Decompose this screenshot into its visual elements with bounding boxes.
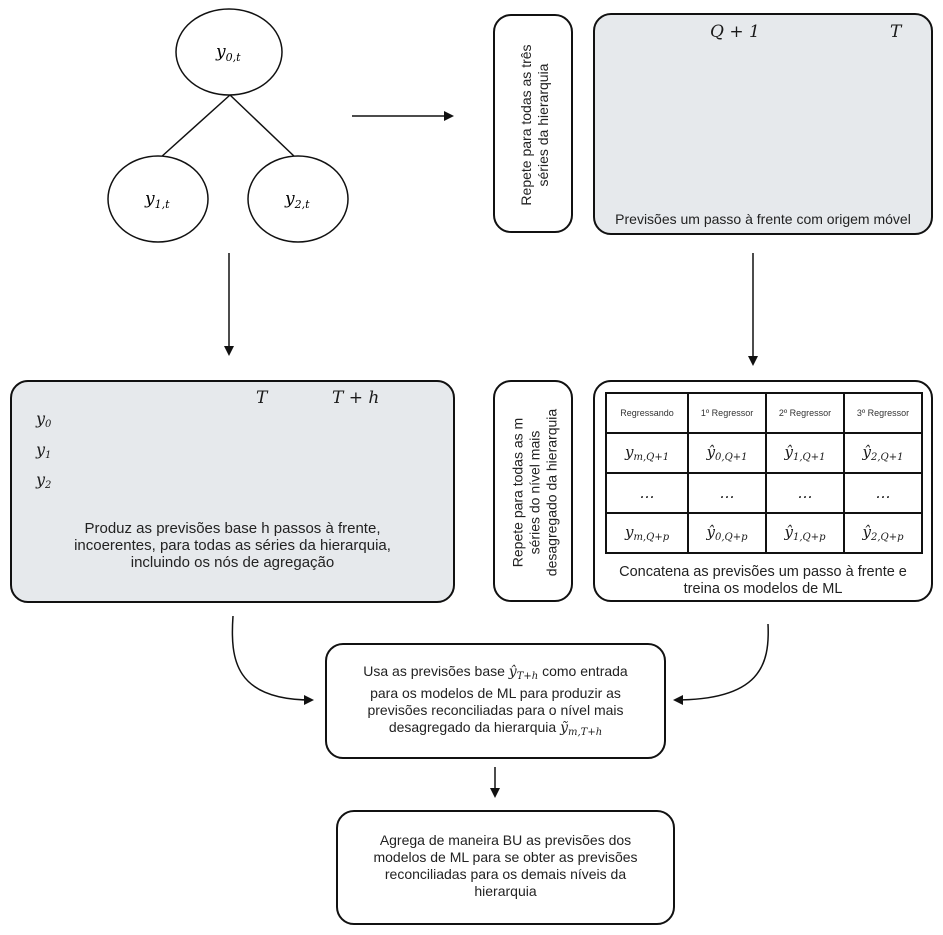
use-base-line3: previsões reconciliadas para o nível mai… <box>367 702 624 718</box>
base-forecast-box: T T + h Produz as previsões base h passo… <box>10 380 455 603</box>
use-base-line2: para os modelos de ML para produzir as <box>370 685 621 701</box>
base-caption-line3: incluindo os nós de agregação <box>130 554 335 571</box>
tree-edge-right <box>229 94 297 159</box>
repeat-m-line1: Repete para todas as m <box>509 417 526 568</box>
repeat-m-line2: séries do nível mais <box>526 430 543 555</box>
table-row: ym,Q+p ŷ0,Q+p ŷ1,Q+p ŷ2,Q+p <box>604 512 923 554</box>
table-header-row: Regressando 1º Regressor 2º Regressor 3º… <box>604 392 923 434</box>
repeat-all-line1: Repete para todas as três <box>518 44 534 206</box>
tree-left-label: y1,t <box>144 189 170 211</box>
cell-ellipsis-1: … <box>687 472 768 514</box>
table-caption-line2: treina os modelos de ML <box>683 581 843 597</box>
regressor-table-box: Regressando 1º Regressor 2º Regressor 3º… <box>593 380 933 602</box>
tree-right-label: y2,t <box>284 189 310 211</box>
cell-y-m-q1: ym,Q+1 <box>604 432 690 474</box>
tree-edge-left <box>159 94 231 159</box>
repeat-all-series-box: Repete para todas as três séries da hier… <box>493 14 573 233</box>
table-caption-line1: Concatena as previsões um passo à frente… <box>619 564 907 580</box>
cell-y-m-qp: ym,Q+p <box>604 512 690 554</box>
header-regressando: Regressando <box>604 392 690 434</box>
series-label-y0: y0 <box>36 409 52 430</box>
cell-yhat-0-qp: ŷ0,Q+p <box>687 512 768 554</box>
cell-yhat-1-qp: ŷ1,Q+p <box>765 512 845 554</box>
rolling-origin-box: Q + 1 T Previsões um passo à frente com … <box>593 13 933 235</box>
cell-yhat-0-q1: ŷ0,Q+1 <box>687 432 768 474</box>
series-label-y2: y2 <box>36 470 52 491</box>
table-row: … … … … <box>604 472 923 514</box>
arrow-table-to-use <box>673 623 769 705</box>
base-caption-line1: Produz as previsões base h passos à fren… <box>84 520 381 537</box>
repeat-m-series-box: Repete para todas as m séries do nível m… <box>493 380 573 602</box>
table-row: ym,Q+1 ŷ0,Q+1 ŷ1,Q+1 ŷ2,Q+1 <box>604 432 923 474</box>
use-base-forecasts-text: Usa as previsões base ŷT+h como entrada … <box>327 663 664 741</box>
cell-yhat-1-q1: ŷ1,Q+1 <box>765 432 845 474</box>
label-t-plus-h: T + h <box>332 388 380 408</box>
label-q-plus-1: Q + 1 <box>710 22 760 42</box>
tree-root-label: y0,t <box>215 42 241 64</box>
repeat-m-series-text: Repete para todas as m séries do nível m… <box>510 383 561 603</box>
base-forecast-caption: Produz as previsões base h passos à fren… <box>12 520 453 571</box>
regressor-table: Regressando 1º Regressor 2º Regressor 3º… <box>604 392 923 554</box>
tree-node-left <box>107 155 209 243</box>
aggregate-bu-text: Agrega de maneira BU as previsões dos mo… <box>338 832 673 900</box>
header-regressor-1: 1º Regressor <box>687 392 768 434</box>
aggregate-line2: modelos de ML para se obter as previsões <box>373 849 638 865</box>
repeat-all-series-text: Repete para todas as três séries da hier… <box>518 15 552 235</box>
use-base-line4: desagregado da hierarquia ỹm,T+h <box>388 719 603 738</box>
header-regressor-3: 3º Regressor <box>843 392 923 434</box>
arrow-base-to-use <box>231 615 314 705</box>
base-caption-line2: incoerentes, para todas as séries da hie… <box>74 537 391 554</box>
cell-yhat-2-qp: ŷ2,Q+p <box>843 512 923 554</box>
tree-node-right <box>247 155 349 243</box>
aggregate-line3: reconciliadas para os demais níveis da <box>384 866 627 882</box>
use-base-line1: Usa as previsões base ŷT+h como entrada <box>363 663 628 682</box>
cell-ellipsis-2: … <box>765 472 845 514</box>
regressor-table-caption: Concatena as previsões um passo à frente… <box>595 564 931 598</box>
series-label-y1: y1 <box>36 440 52 461</box>
aggregate-bu-box: Agrega de maneira BU as previsões dos mo… <box>336 810 675 925</box>
repeat-all-line2: séries da hierarquia <box>535 63 551 187</box>
rolling-origin-caption: Previsões um passo à frente com origem m… <box>615 211 911 227</box>
header-regressor-2: 2º Regressor <box>765 392 845 434</box>
cell-ellipsis-3: … <box>843 472 923 514</box>
tree-node-root <box>175 8 283 96</box>
use-base-forecasts-box: Usa as previsões base ŷT+h como entrada … <box>325 643 666 759</box>
aggregate-line4: hierarquia <box>474 883 537 899</box>
label-t-base: T <box>256 388 268 408</box>
cell-yhat-2-q1: ŷ2,Q+1 <box>843 432 923 474</box>
aggregate-line1: Agrega de maneira BU as previsões dos <box>379 832 632 848</box>
repeat-m-line3: desagregado da hierarquia <box>543 408 560 577</box>
label-t-rolling: T <box>890 22 902 42</box>
cell-ellipsis-0: … <box>604 472 690 514</box>
hierarchy-tree: y0,t y1,t y2,t <box>107 8 349 243</box>
